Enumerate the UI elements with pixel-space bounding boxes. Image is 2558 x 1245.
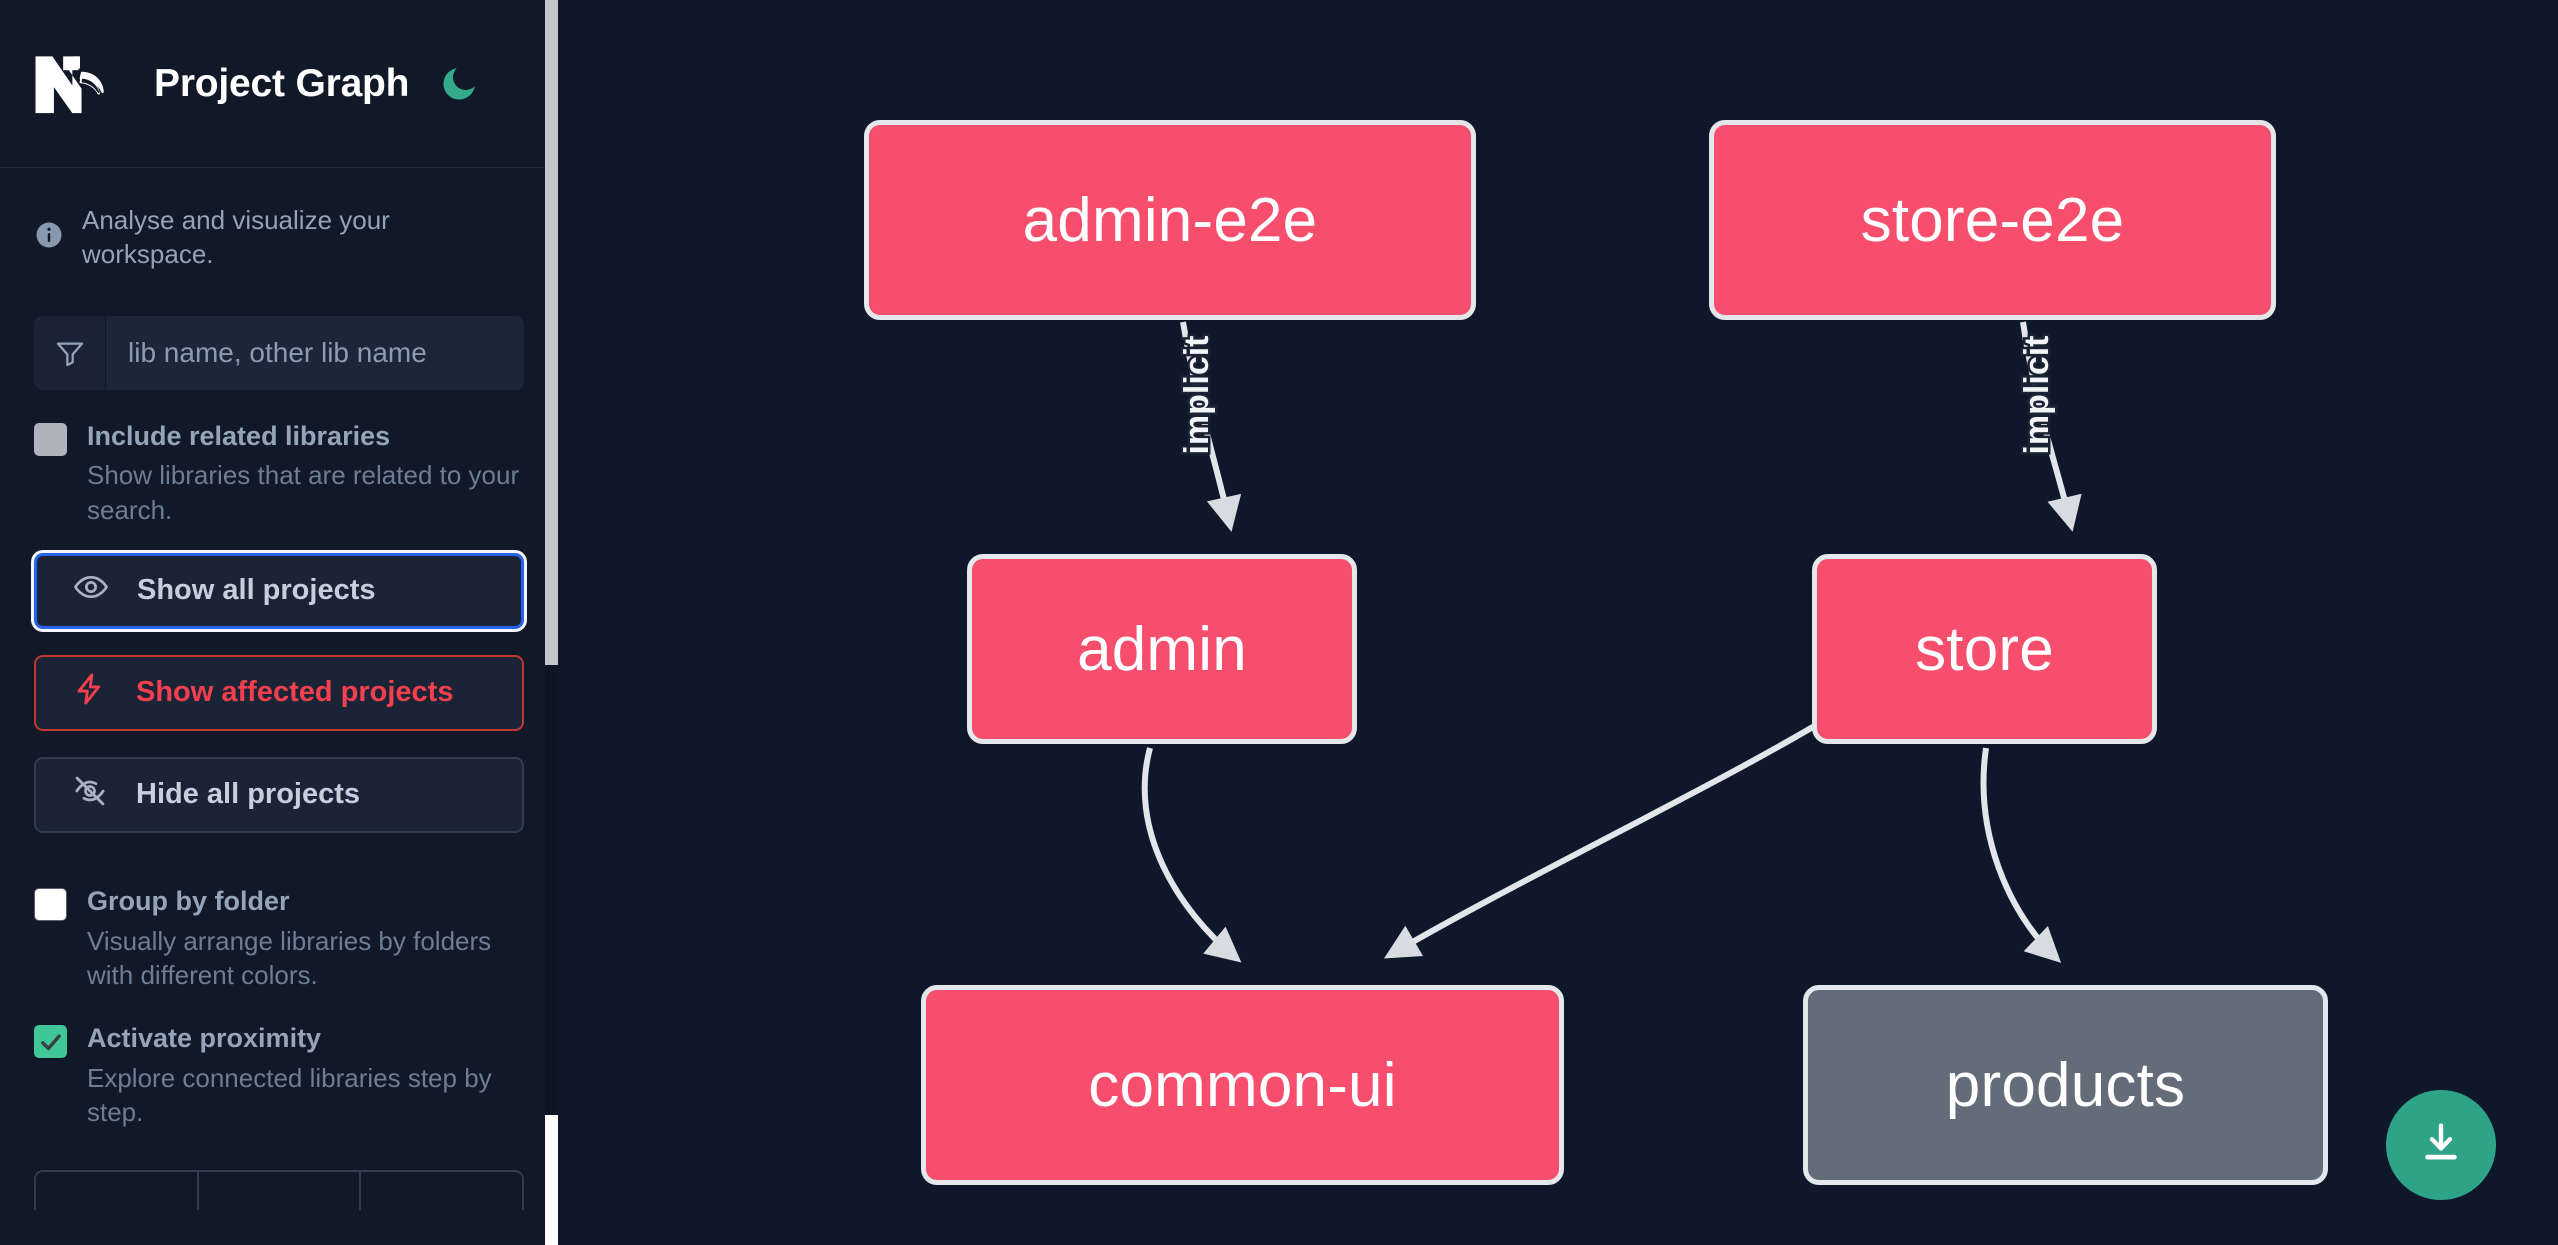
proximity-stepper-control[interactable] [34, 1169, 524, 1210]
sidebar-scrollbar-track[interactable] [545, 0, 558, 1245]
activate-proximity-label: Activate proximity [87, 1023, 322, 1054]
include-related-libraries-desc: Show libraries that are related to your … [87, 460, 520, 525]
sidebar-header: Project Graph [0, 0, 558, 168]
show-all-projects-label: Show all projects [137, 574, 376, 607]
info-circle-icon [34, 220, 64, 255]
activate-proximity-desc: Explore connected libraries step by step… [87, 1063, 492, 1128]
moon-icon[interactable] [435, 60, 483, 108]
edge-label-implicit-store: implicit [2016, 333, 2059, 457]
proximity-step-decrease[interactable] [36, 1171, 199, 1210]
include-related-libraries-label: Include related libraries [87, 420, 391, 451]
eye-icon [73, 569, 109, 613]
svg-text:implicit: implicit [1178, 335, 1216, 454]
download-graph-button[interactable] [2386, 1090, 2496, 1200]
search-input[interactable] [106, 315, 524, 390]
graph-node-label: common-ui [1088, 1050, 1397, 1120]
graph-edges: implicit implicit [1141, 321, 2082, 963]
graph-canvas[interactable]: implicit implicit admin-e2e store-e2e ad… [558, 0, 2558, 1245]
sidebar-scrollbar-thumb-lower[interactable] [545, 1115, 558, 1245]
graph-node-store[interactable]: store [1812, 554, 2157, 744]
show-affected-projects-button[interactable]: Show affected projects [34, 654, 524, 731]
eye-off-icon [72, 773, 108, 817]
edge-label-implicit-admin: implicit [1176, 333, 1219, 457]
hide-all-projects-label: Hide all projects [136, 778, 361, 811]
proximity-step-value [199, 1171, 362, 1210]
workspace-blurb-text: Analyse and visualize your workspace. [82, 205, 390, 269]
include-related-libraries-checkbox[interactable] [34, 422, 67, 456]
option-group-by-folder[interactable]: Group by folder Visually arrange librari… [34, 885, 524, 992]
graph-node-label: admin [1077, 614, 1247, 684]
graph-node-common-ui[interactable]: common-ui [921, 985, 1564, 1185]
sidebar: Project Graph Analyse and visualize your… [0, 0, 558, 1245]
proximity-step-increase[interactable] [361, 1172, 522, 1210]
edge-admin-e2e-to-admin [1180, 321, 1242, 532]
show-all-projects-button[interactable]: Show all projects [34, 552, 524, 629]
group-by-folder-desc: Visually arrange libraries by folders wi… [87, 925, 492, 991]
filter-funnel-icon [34, 315, 106, 390]
group-by-folder-label: Group by folder [87, 885, 290, 916]
lightning-bolt-icon [72, 671, 108, 715]
graph-node-label: store-e2e [1860, 185, 2125, 255]
app-title: Project Graph [154, 61, 410, 105]
option-include-related-libraries[interactable]: Include related libraries Show libraries… [34, 420, 524, 527]
svg-text:implicit: implicit [2018, 335, 2056, 454]
graph-node-products[interactable]: products [1803, 985, 2328, 1185]
option-activate-proximity[interactable]: Activate proximity Explore connected lib… [34, 1022, 524, 1129]
edge-admin-to-common-ui [1141, 747, 1242, 963]
group-by-folder-checkbox[interactable] [34, 887, 67, 921]
hide-all-projects-button[interactable]: Hide all projects [34, 756, 524, 833]
graph-node-admin-e2e[interactable]: admin-e2e [864, 120, 1476, 320]
download-icon [2416, 1118, 2466, 1173]
activate-proximity-checkbox[interactable] [34, 1025, 67, 1059]
show-affected-projects-label: Show affected projects [136, 676, 454, 709]
edge-store-e2e-to-store [2020, 321, 2082, 532]
edge-store-to-common-ui [1383, 715, 1830, 959]
sidebar-scrollbar-thumb[interactable] [545, 0, 558, 665]
graph-node-label: store [1915, 614, 2054, 684]
workspace-blurb: Analyse and visualize your workspace. [34, 168, 524, 272]
edge-store-to-products [1980, 747, 2062, 963]
search-row [34, 315, 524, 390]
graph-node-admin[interactable]: admin [967, 554, 1357, 744]
graph-node-store-e2e[interactable]: store-e2e [1709, 120, 2276, 320]
graph-node-label: admin-e2e [1022, 185, 1318, 255]
sidebar-body: Analyse and visualize your workspace. In… [0, 168, 558, 1210]
graph-node-label: products [1945, 1050, 2186, 1120]
nx-logo-icon [34, 53, 126, 115]
